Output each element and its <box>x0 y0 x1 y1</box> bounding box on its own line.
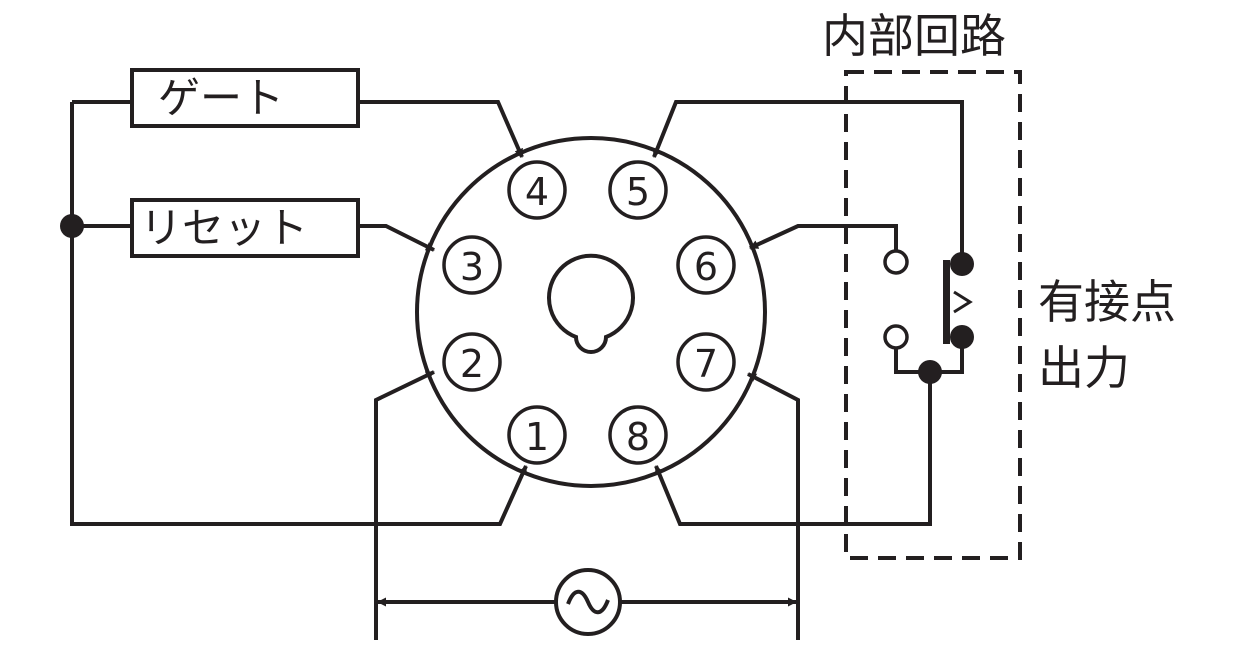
internal-circuit-label: 内部回路 <box>822 9 1006 63</box>
pin5-wire <box>652 100 964 264</box>
reset-box <box>130 198 360 258</box>
pin8-wire <box>654 372 932 526</box>
pin-7-label: 7 <box>694 342 718 386</box>
contact-terminal-upper <box>883 249 909 275</box>
contact-dot-upper <box>950 252 974 276</box>
contact-dot-lower <box>950 325 974 349</box>
contact-actuator-triangle <box>953 290 973 314</box>
gate-wire <box>358 100 524 158</box>
gate-reset-common-wire <box>70 102 528 526</box>
pin-3-label: 3 <box>460 245 484 289</box>
socket-outline <box>415 136 767 488</box>
pin-2-label: 2 <box>460 342 484 386</box>
junction-dot <box>60 214 84 238</box>
pin-7: 7 <box>676 332 736 392</box>
pin-1-label: 1 <box>525 415 549 459</box>
pin-6: 6 <box>676 235 736 295</box>
pin-5-label: 5 <box>626 170 650 214</box>
contact-output-label-line1: 有接点 <box>1038 275 1176 329</box>
pin-8: 8 <box>608 405 668 465</box>
pin-4: 4 <box>507 160 567 220</box>
pin-3: 3 <box>442 235 502 295</box>
pin2-power-wire <box>374 370 435 640</box>
reset-wire <box>358 224 435 252</box>
pin-8-label: 8 <box>626 415 650 459</box>
contact-blade <box>943 260 950 344</box>
pin6-wire <box>749 224 898 262</box>
pin7-power-wire <box>747 372 800 640</box>
contact-terminal-lower <box>883 324 909 350</box>
pin-1: 1 <box>507 405 567 465</box>
pin-6-label: 6 <box>694 245 718 289</box>
internal-circuit-box <box>844 70 1022 560</box>
pin-2: 2 <box>442 332 502 392</box>
gate-box <box>130 68 360 128</box>
pin-5: 5 <box>608 160 668 220</box>
contact-output-label-line2: 出力 <box>1038 341 1130 395</box>
socket-key-hole <box>547 253 635 354</box>
reset-label: リセット <box>140 204 308 253</box>
ac-sine-wave <box>566 589 610 615</box>
gate-label: ゲート <box>158 74 284 123</box>
pin-4-label: 4 <box>525 170 549 214</box>
